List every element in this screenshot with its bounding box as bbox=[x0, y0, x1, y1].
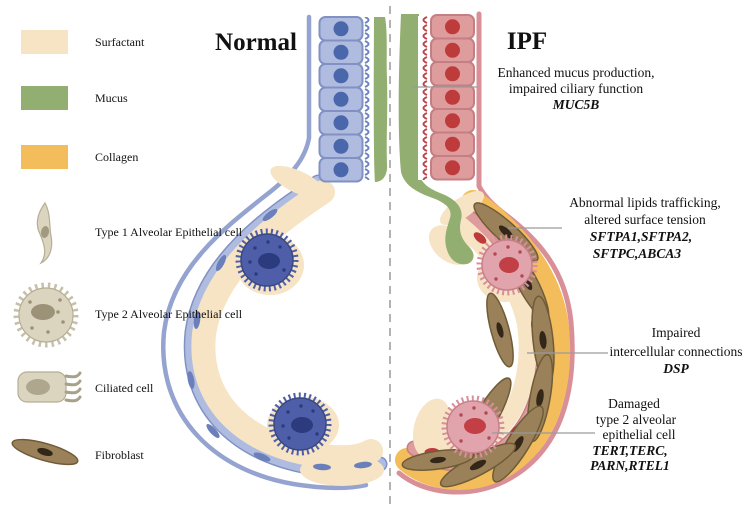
annotation-gene: SFTPC,ABCA3 bbox=[593, 246, 681, 261]
legend: Surfactant Mucus Collagen Type 1 Alveola… bbox=[11, 30, 243, 466]
collagen-swatch bbox=[21, 145, 68, 169]
ipf-mucus-plug bbox=[398, 14, 474, 265]
annotation-lipids-trafficking: Abnormal lipids trafficking, altered sur… bbox=[569, 195, 721, 261]
annotation-line: Abnormal lipids trafficking, bbox=[569, 195, 721, 210]
normal-type2-cell bbox=[268, 392, 332, 456]
normal-panel-title: Normal bbox=[215, 29, 297, 56]
annotation-gene: DSP bbox=[662, 361, 689, 376]
ipf-cilia bbox=[418, 16, 431, 180]
ipf-type2-cell bbox=[441, 395, 505, 459]
normal-type2-cell bbox=[235, 228, 299, 292]
type2-aec-icon bbox=[13, 282, 79, 348]
ipf-airway-epithelium bbox=[430, 14, 475, 181]
legend-label-fibroblast: Fibroblast bbox=[95, 448, 144, 462]
ipf-panel-title: IPF bbox=[507, 28, 547, 55]
annotation-line: epithelial cell bbox=[602, 427, 675, 442]
annotation-line: Enhanced mucus production, bbox=[497, 65, 654, 80]
normal-alveolus bbox=[161, 14, 388, 491]
normal-alveolus-outer-membrane bbox=[161, 14, 369, 491]
normal-mucus-layer bbox=[373, 17, 388, 182]
legend-label-mucus: Mucus bbox=[95, 91, 128, 105]
fibroblast-icon bbox=[11, 438, 79, 466]
annotation-damaged-type2: Damaged type 2 alveolar epithelial cell … bbox=[590, 396, 676, 473]
annotation-leader-lines bbox=[412, 86, 608, 434]
normal-surfactant-pool bbox=[300, 454, 384, 486]
annotation-line: Damaged bbox=[608, 396, 660, 411]
annotation-line: intercellular connections bbox=[609, 344, 742, 359]
ipf-type2-cell bbox=[476, 234, 538, 296]
annotation-mucus-production: Enhanced mucus production, impaired cili… bbox=[497, 65, 654, 112]
legend-label-surfactant: Surfactant bbox=[95, 35, 145, 49]
annotation-gene: SFTPA1,SFTPA2, bbox=[590, 229, 692, 244]
normal-cilia bbox=[362, 17, 375, 180]
normal-airway bbox=[318, 16, 388, 183]
annotation-gene: TERT,TERC, bbox=[592, 443, 667, 458]
annotation-line: type 2 alveolar bbox=[596, 412, 677, 427]
legend-label-type2: Type 2 Alveolar Epithelial cell bbox=[95, 307, 243, 321]
annotation-gene: PARN,RTEL1 bbox=[590, 458, 670, 473]
surfactant-swatch bbox=[21, 30, 68, 54]
annotation-intercellular-connections: Impaired intercellular connections DSP bbox=[609, 325, 742, 376]
legend-label-ciliated: Ciliated cell bbox=[95, 381, 154, 395]
ipf-surfactant-blob bbox=[412, 398, 452, 458]
annotation-line: impaired ciliary function bbox=[509, 81, 643, 96]
annotation-gene: MUC5B bbox=[552, 97, 600, 112]
ipf-airway bbox=[398, 14, 538, 459]
normal-airway-epithelium bbox=[318, 16, 364, 183]
type1-aec-icon bbox=[36, 201, 53, 265]
normal-type1-nuclei bbox=[187, 208, 372, 471]
legend-label-type1: Type 1 Alveolar Epithelial cell bbox=[95, 225, 243, 239]
ciliated-cell-icon bbox=[17, 371, 82, 403]
mucus-swatch bbox=[21, 86, 68, 110]
legend-label-collagen: Collagen bbox=[95, 150, 138, 164]
annotation-line: Impaired bbox=[652, 325, 701, 340]
annotation-line: altered surface tension bbox=[584, 212, 706, 227]
